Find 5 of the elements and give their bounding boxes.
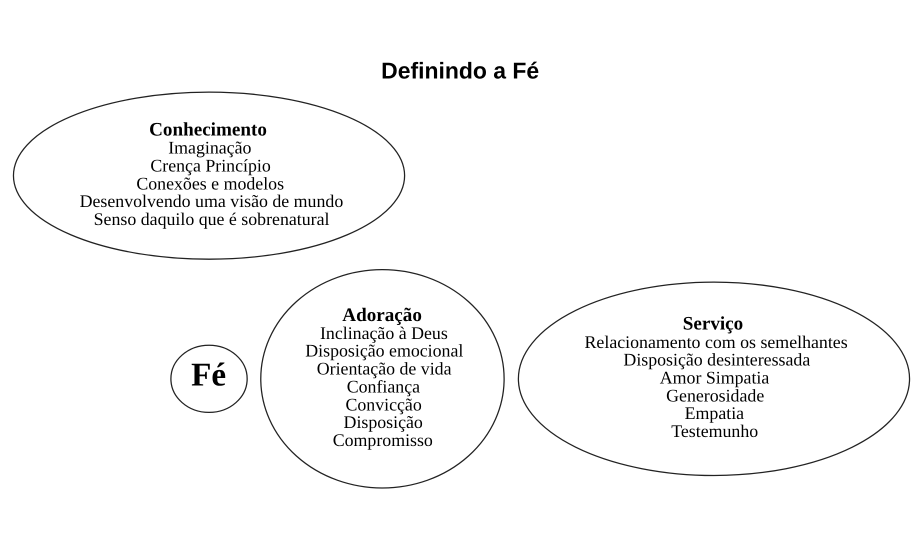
node-ellipse: Serviço Relacionamento com os semelhantes Disposição desinteressada Amor Simpatia Generosidade Empatia Testemunho: [518, 280, 910, 476]
node-ellipse: Conhecimento Imaginação Crença Princípio Conexões e modelos Desenvolvendo uma visão de mundo Senso daquilo que é sobrenatural: [12, 90, 406, 260]
diagram-title: Definindo a Fé: [381, 56, 540, 83]
node-ellipse: Fé: [170, 344, 248, 413]
node-ellipse: Adoração Inclinação à Deus Disposição emocional Orientação de vida Confiança Convicção Disposição Compromisso: [260, 268, 505, 488]
